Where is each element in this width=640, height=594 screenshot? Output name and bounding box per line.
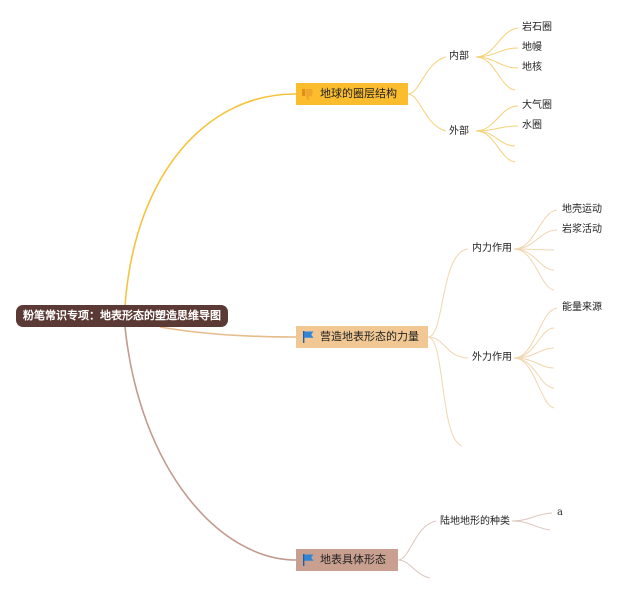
connectors-branch2 (427, 209, 558, 447)
branch-node-earth-layers[interactable]: 地球的圈层结构 (296, 83, 408, 105)
leaf-node[interactable]: 地核 (522, 62, 542, 73)
branch-label: 地球的圈层结构 (320, 87, 397, 100)
sub-node-internal-force[interactable]: 内力作用 (472, 243, 512, 254)
connectors-branch3 (397, 512, 553, 579)
sub-node-external-force[interactable]: 外力作用 (472, 352, 512, 363)
leaf-node[interactable]: 大气圈 (522, 100, 552, 111)
leaf-node[interactable]: 地壳运动 (562, 204, 602, 215)
connector-root-branch1 (124, 93, 297, 307)
branch-label: 营造地表形态的力量 (320, 330, 419, 343)
branch-node-landforms[interactable]: 地表具体形态 (296, 549, 398, 571)
connectors-branch1 (407, 27, 519, 163)
sub-node-land-types[interactable]: 陆地地形的种类 (440, 516, 510, 527)
leaf-node[interactable]: 水圈 (522, 120, 542, 131)
leaf-node[interactable]: a (557, 507, 563, 518)
connector-root-branch2 (159, 326, 297, 338)
thumbs-down-icon (300, 86, 316, 102)
branch-label: 地表具体形态 (320, 553, 386, 566)
leaf-node[interactable]: 地幔 (522, 42, 542, 53)
connector-root-branch3 (124, 326, 297, 561)
leaf-node[interactable]: 岩石圈 (522, 22, 552, 33)
branch-node-forces[interactable]: 营造地表形态的力量 (296, 326, 428, 348)
sub-node-inner[interactable]: 内部 (449, 51, 469, 62)
leaf-node[interactable]: 能量来源 (562, 302, 602, 313)
blue-flag-icon (300, 329, 316, 345)
leaf-node[interactable]: 岩浆活动 (562, 224, 602, 235)
root-node[interactable]: 粉笔常识专项：地表形态的塑造思维导图 (16, 305, 228, 327)
blue-flag-icon (300, 552, 316, 568)
sub-node-outer[interactable]: 外部 (449, 126, 469, 137)
